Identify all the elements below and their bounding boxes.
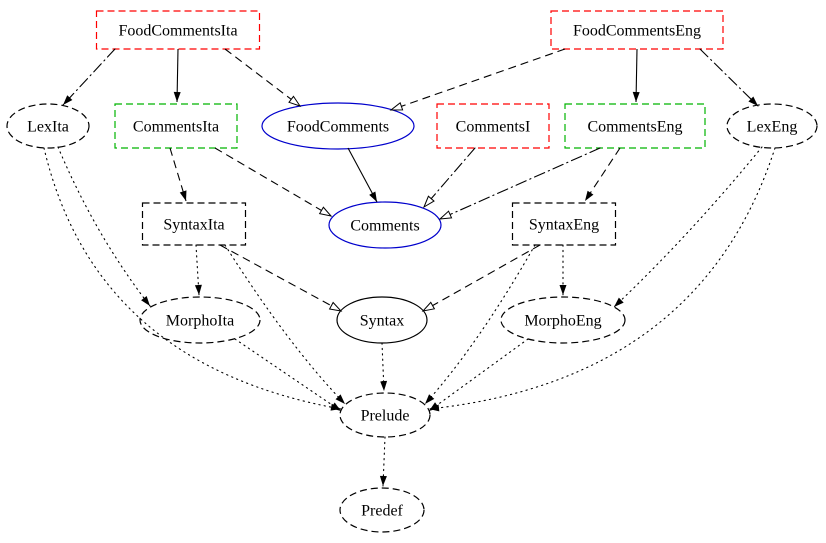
node-morphoita: MorphoIta xyxy=(139,296,261,344)
node-box-shape xyxy=(436,103,550,149)
edge-lexita-prelude xyxy=(43,147,342,411)
node-box-shape xyxy=(564,103,706,149)
edge-lexeng-morphoeng xyxy=(613,146,763,308)
edge-syntaxeng-syntax xyxy=(423,244,541,311)
node-box-shape xyxy=(511,202,617,246)
node-syntaxita: SyntaxIta xyxy=(141,202,247,246)
node-label: Predef xyxy=(361,503,403,520)
node-label: FoodComments xyxy=(287,119,389,136)
edge-foodcommentsita-foodcomments xyxy=(224,48,300,106)
edge-commentseng-comments xyxy=(440,147,601,219)
node-box-shape xyxy=(141,202,247,246)
node-ellipse-shape xyxy=(139,296,261,344)
node-foodcommentsita: FoodCommentsIta xyxy=(95,10,261,50)
edge-syntaxita-syntax xyxy=(219,244,341,311)
node-label: SyntaxIta xyxy=(163,217,224,234)
node-predef: Predef xyxy=(339,487,425,533)
node-commentsita: CommentsIta xyxy=(114,103,238,149)
node-ellipse-shape xyxy=(6,103,90,149)
node-box-shape xyxy=(95,10,261,50)
edge-syntaxita-prelude xyxy=(224,244,346,405)
node-label: MorphoEng xyxy=(524,313,601,330)
node-ellipse-shape xyxy=(339,392,431,438)
edge-morphoita-prelude xyxy=(234,338,342,412)
edge-commentsita-comments xyxy=(214,147,331,216)
node-foodcommentseng: FoodCommentsEng xyxy=(550,10,724,50)
edge-foodcommentseng-lexeng xyxy=(699,48,759,107)
edge-syntax-prelude xyxy=(380,342,388,392)
edge-lexeng-prelude xyxy=(428,147,776,412)
edge-foodcommentseng-foodcomments xyxy=(391,48,566,111)
node-label: SyntaxEng xyxy=(529,217,599,234)
node-box-shape xyxy=(550,10,724,50)
node-label: Comments xyxy=(350,218,419,235)
edge-syntaxeng-prelude xyxy=(424,244,536,405)
node-label: Prelude xyxy=(361,408,410,425)
node-label: LexIta xyxy=(27,119,69,136)
edge-commentsi-comments xyxy=(424,147,476,207)
node-label: FoodCommentsEng xyxy=(573,23,701,40)
edge-foodcommentsita-lexita xyxy=(62,48,116,106)
node-ellipse-shape xyxy=(261,102,415,150)
edge-prelude-predef xyxy=(379,436,387,487)
edge-syntaxita-morphoita xyxy=(194,244,202,296)
edge-morphoeng-prelude xyxy=(428,338,529,412)
node-commentsi: CommentsI xyxy=(436,103,550,149)
edge-commentseng-syntaxeng xyxy=(584,147,621,202)
node-label: LexEng xyxy=(747,119,798,136)
node-commentseng: CommentsEng xyxy=(564,103,706,149)
node-ellipse-shape xyxy=(339,487,425,533)
node-lexita: LexIta xyxy=(6,103,90,149)
node-label: FoodCommentsIta xyxy=(118,23,237,40)
edges-layer xyxy=(43,48,776,487)
node-prelude: Prelude xyxy=(339,392,431,438)
edge-commentsita-syntaxita xyxy=(169,147,187,202)
node-syntax: Syntax xyxy=(336,296,428,344)
edge-foodcommentsita-commentsita xyxy=(173,48,181,103)
node-lexeng: LexEng xyxy=(726,103,818,149)
node-label: CommentsEng xyxy=(587,119,682,136)
node-syntaxeng: SyntaxEng xyxy=(511,202,617,246)
node-comments: Comments xyxy=(328,201,442,249)
node-morphoeng: MorphoEng xyxy=(500,296,626,344)
node-label: CommentsI xyxy=(456,119,531,136)
node-label: MorphoIta xyxy=(166,313,234,330)
edge-lexita-morphoita xyxy=(57,146,151,307)
node-box-shape xyxy=(114,103,238,149)
node-ellipse-shape xyxy=(726,103,818,149)
edge-foodcommentseng-commentseng xyxy=(632,48,640,103)
node-foodcomments: FoodComments xyxy=(261,102,415,150)
node-label: Syntax xyxy=(360,313,404,330)
node-label: CommentsIta xyxy=(133,119,219,136)
node-ellipse-shape xyxy=(500,296,626,344)
node-ellipse-shape xyxy=(328,201,442,249)
edge-foodcomments-comments xyxy=(347,147,378,203)
